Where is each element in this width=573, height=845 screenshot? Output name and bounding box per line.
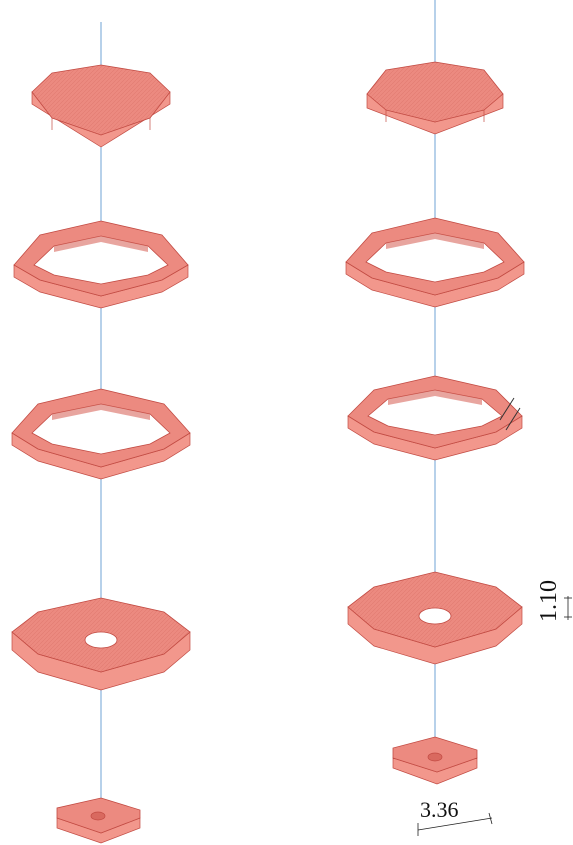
left-square-base: [56, 797, 141, 844]
width-label: 3.36: [420, 797, 459, 822]
right-octagon-plate-with-hole: [347, 571, 523, 665]
left-octagon-plate-with-hole: [11, 597, 191, 691]
thickness-dimension: 1.10: [536, 580, 572, 622]
left-top-octagon-plate: [31, 64, 171, 148]
right-octagon-ring-1: [345, 217, 525, 308]
left-octagon-ring-2: [11, 388, 191, 480]
right-plate-hole: [418, 607, 452, 625]
right-square-base: [392, 736, 478, 785]
section-cut-mark-2: [505, 407, 521, 431]
left-base-hole: [90, 811, 106, 821]
width-dimension: 3.36: [417, 797, 493, 836]
thickness-label: 1.10: [536, 580, 562, 622]
right-octagon-ring-2: [347, 375, 523, 461]
right-top-octagon-plate: [366, 61, 504, 135]
left-plate-hole: [84, 631, 118, 649]
section-cut-mark: [499, 397, 515, 421]
left-octagon-ring-1: [13, 220, 189, 309]
right-base-hole: [427, 752, 443, 762]
